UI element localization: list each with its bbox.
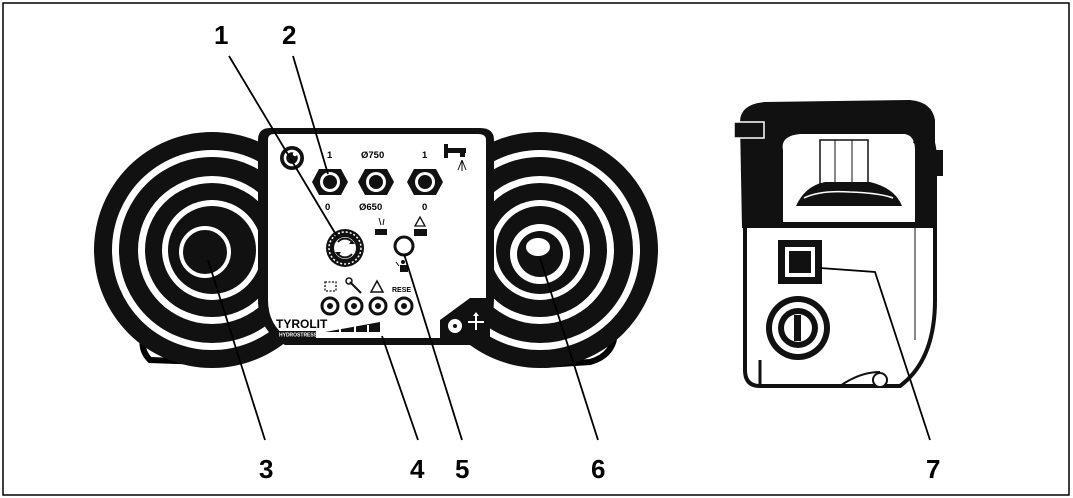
led-button-1 (320, 296, 340, 316)
label-right-1: 1 (422, 150, 428, 161)
callout-6: 6 (591, 454, 605, 484)
leader-7 (819, 267, 931, 441)
reset-button (394, 296, 414, 316)
svg-text:HYDROSTRESS: HYDROSTRESS (279, 333, 318, 339)
front-view: 1 0 Ø750 Ø650 1 0 (94, 128, 658, 369)
side-joystick-base (796, 182, 902, 206)
label-diameter-750: Ø750 (361, 150, 384, 161)
emergency-stop-button (778, 240, 822, 284)
callout-4: 4 (410, 454, 425, 484)
side-view (733, 100, 943, 388)
key-switch (766, 296, 830, 360)
leader-5 (403, 253, 463, 441)
callout-1: 1 (214, 20, 228, 50)
callout-3: 3 (259, 454, 273, 484)
callout-5: 5 (455, 454, 469, 484)
warning-icon (369, 279, 385, 293)
toggle-switch-middle (358, 169, 394, 195)
operator-icon (395, 260, 408, 272)
callout-2: 2 (282, 20, 296, 50)
water-warning-icon (375, 217, 387, 235)
saw-icon (440, 298, 490, 340)
speed-bars-icon (325, 322, 380, 332)
right-joystick-knob (526, 238, 550, 256)
led-button-3 (368, 296, 388, 316)
led-button-2 (344, 296, 364, 316)
brand-logo: TYROLIT HYDROSTRESS (276, 317, 328, 339)
leader-2 (292, 55, 329, 175)
leader-lines (207, 55, 931, 441)
label-left-0: 0 (325, 202, 330, 213)
toggle-switch-left (312, 169, 348, 195)
status-led (393, 235, 415, 257)
wrench-icon (345, 277, 362, 294)
left-joystick-knob (179, 226, 231, 278)
svg-text:TYROLIT: TYROLIT (276, 317, 328, 331)
leader-3 (207, 259, 266, 441)
leader-4 (381, 335, 419, 441)
label-right-0: 0 (422, 202, 427, 213)
leader-1 (228, 55, 339, 239)
leader-6 (539, 257, 599, 441)
battery-warning-icon (413, 215, 427, 236)
label-reset: RESE (392, 287, 411, 294)
water-tap-icon (444, 144, 467, 171)
toggle-switch-right (407, 169, 443, 195)
label-left-1: 1 (327, 150, 333, 161)
rotation-knob-icon (280, 146, 304, 170)
selector-dial-icon (326, 229, 364, 267)
callout-7: 7 (926, 454, 940, 484)
label-diameter-650: Ø650 (359, 202, 382, 213)
frame-icon (324, 281, 337, 292)
